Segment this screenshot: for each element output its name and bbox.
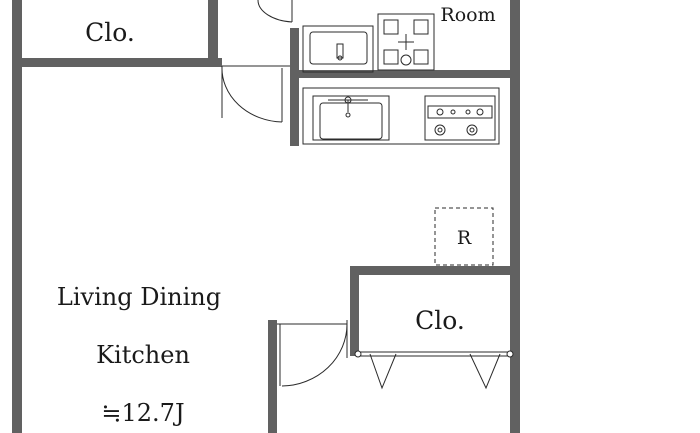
kitchen-counter — [302, 87, 500, 145]
entry-wall — [268, 320, 277, 433]
top-closet-label: Clo. — [85, 18, 135, 47]
lower-closet-top-wall — [350, 266, 515, 275]
entry-door — [277, 320, 348, 387]
lower-closet-label: Clo. — [415, 306, 465, 335]
kitchen-partition-wall — [290, 28, 299, 146]
hall-door — [221, 65, 290, 123]
laundry-pan — [377, 13, 435, 71]
walls — [12, 0, 520, 433]
left-outer-wall — [12, 0, 22, 433]
top-closet-right-wall — [208, 0, 218, 66]
doors — [221, 0, 514, 390]
stove — [424, 95, 496, 141]
living-dining-label: Living Dining — [57, 283, 221, 311]
area-label: ≒12.7J — [101, 399, 184, 427]
closet-bottom-wall — [12, 58, 222, 67]
lower-closet-left-wall — [350, 266, 359, 356]
kitchen-label: Kitchen — [96, 341, 190, 369]
refrigerator-space — [434, 207, 494, 266]
right-outer-wall — [510, 0, 520, 433]
kitchen-sink — [312, 95, 390, 141]
refrigerator-label: R — [457, 227, 472, 249]
upper-door — [257, 0, 293, 23]
washbasin — [302, 25, 374, 73]
room-bottom-wall — [299, 70, 513, 78]
room-label: Room — [440, 4, 495, 26]
closet-folding-doors — [354, 350, 514, 390]
